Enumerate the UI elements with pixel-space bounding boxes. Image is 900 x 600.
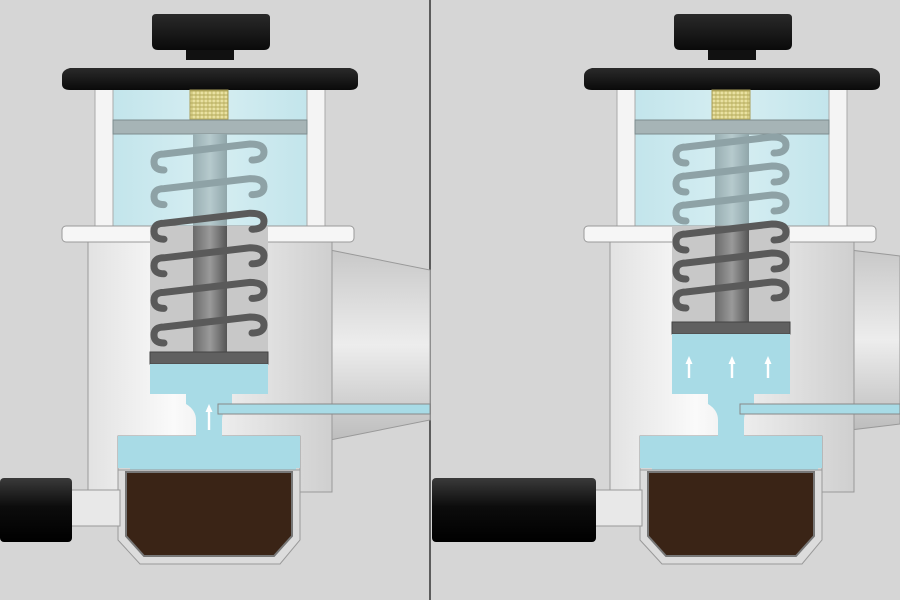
spring-coil <box>150 278 268 312</box>
flow-arrow <box>685 356 693 378</box>
flow-arrow <box>205 404 213 430</box>
right-pillar <box>306 87 326 229</box>
piston-icon <box>149 351 269 365</box>
coffee-basket-icon <box>125 471 293 557</box>
knob-stem <box>708 50 756 60</box>
spring-coil <box>672 133 790 167</box>
piston-rod-upper <box>715 134 749 226</box>
arrow-up-icon <box>205 404 213 430</box>
knob-icon <box>674 14 792 50</box>
spring-plate <box>634 119 830 135</box>
spring-coil <box>672 191 790 225</box>
knob-icon <box>152 14 270 50</box>
spring-icon <box>672 133 790 312</box>
side-channel <box>217 403 431 415</box>
spring-coil <box>672 220 790 254</box>
knob-stem <box>186 50 234 60</box>
coffee-basket-icon <box>647 471 815 557</box>
piston-icon <box>671 321 791 335</box>
water-chamber <box>150 364 268 394</box>
panel-left-compressed <box>0 14 431 565</box>
arrow-up-icon <box>685 356 772 378</box>
left-pillar <box>94 87 114 229</box>
water-lower <box>640 436 822 480</box>
water-lower <box>118 436 300 480</box>
thread-screw <box>189 89 229 121</box>
flow-arrow <box>764 356 772 378</box>
spring-coil <box>150 209 268 243</box>
spring-coil <box>150 175 268 209</box>
flow-arrow <box>728 356 736 378</box>
handle-neck <box>69 489 121 527</box>
cap <box>584 68 880 90</box>
spring-coil <box>150 313 268 347</box>
side-arm <box>849 249 900 431</box>
piston-rod-lower <box>715 226 749 322</box>
spring-plate <box>112 119 308 135</box>
thread-screw <box>711 89 751 121</box>
panel-right-lifted <box>432 14 900 565</box>
left-pillar <box>616 87 636 229</box>
spring-coil <box>150 140 268 174</box>
right-pillar <box>828 87 848 229</box>
spring-icon <box>150 140 268 347</box>
spring-coil <box>672 162 790 196</box>
handle-icon <box>0 478 72 542</box>
handle-neck <box>591 489 643 527</box>
spring-coil <box>672 278 790 312</box>
spring-coil <box>150 244 268 278</box>
cap <box>62 68 358 90</box>
side-channel <box>739 403 900 415</box>
spring-coil <box>672 249 790 283</box>
handle-icon <box>432 478 596 542</box>
